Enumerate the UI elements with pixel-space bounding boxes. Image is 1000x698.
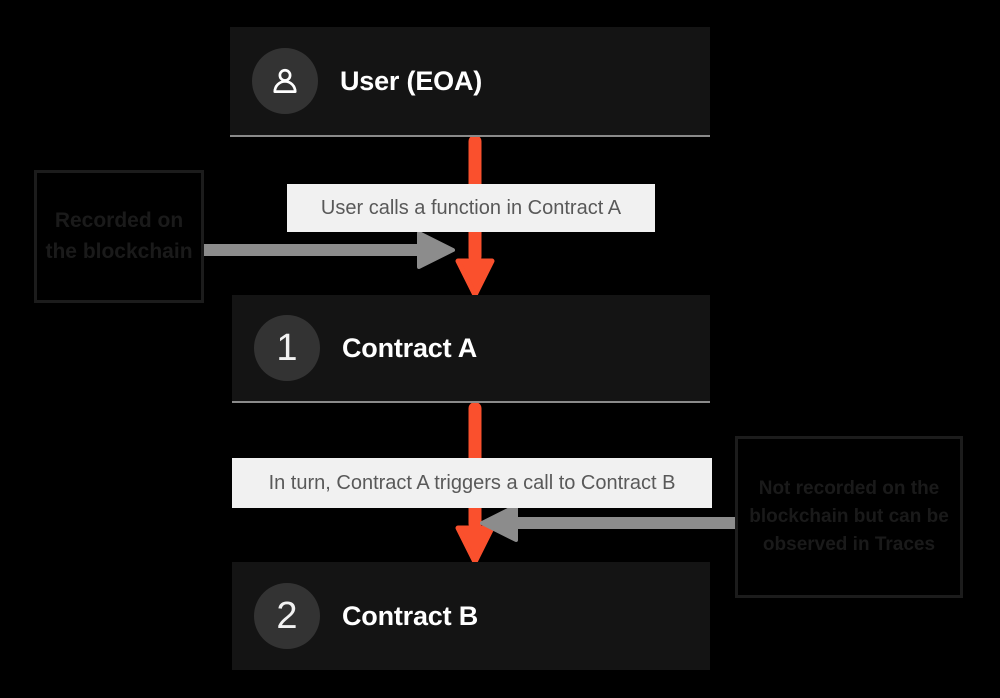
- annotation-not-recorded-on-blockchain: Not recorded on the blockchain but can b…: [735, 436, 963, 598]
- step-badge-2: 2: [254, 583, 320, 649]
- node-contract-a[interactable]: 1 Contract A: [232, 295, 710, 403]
- caption-contract-a-triggers-call: In turn, Contract A triggers a call to C…: [232, 458, 712, 508]
- pointer-arrow-left: [200, 230, 455, 270]
- step-badge-1: 1: [254, 315, 320, 381]
- node-user[interactable]: User (EOA): [230, 27, 710, 137]
- node-contract-b[interactable]: 2 Contract B: [232, 562, 710, 670]
- step-number: 1: [276, 327, 298, 369]
- user-avatar-badge: [252, 48, 318, 114]
- node-contract-b-label: Contract B: [342, 600, 479, 631]
- annotation-recorded-on-blockchain: Recorded on the blockchain: [34, 170, 204, 303]
- node-user-label: User (EOA): [340, 65, 483, 96]
- node-contract-a-label: Contract A: [342, 332, 478, 363]
- step-number: 2: [276, 595, 298, 637]
- person-icon: [268, 64, 302, 98]
- pointer-arrow-right: [480, 503, 742, 543]
- caption-user-calls-function: User calls a function in Contract A: [287, 184, 655, 232]
